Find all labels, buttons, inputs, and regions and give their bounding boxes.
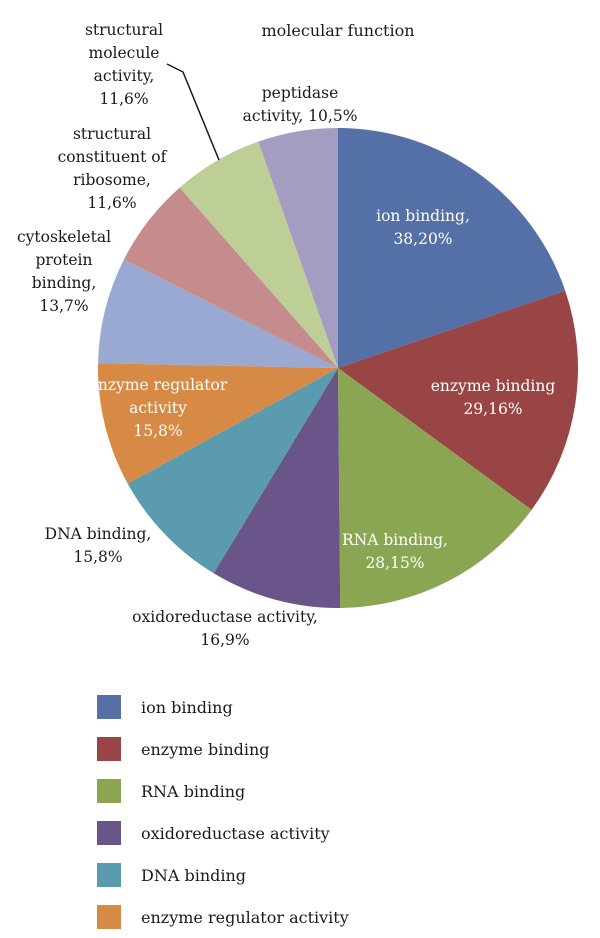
legend-item: enzyme binding (97, 728, 349, 770)
pie-slice (338, 368, 532, 608)
legend-item: ion binding (97, 686, 349, 728)
legend-item: oxidoreductase activity (97, 812, 349, 854)
legend-swatch (97, 779, 121, 803)
legend-item: enzyme regulator activity (97, 896, 349, 938)
slice-label: DNA binding,15,8% (45, 525, 152, 566)
pie-slice (338, 290, 578, 510)
pie-slice (123, 187, 338, 368)
pie-slice (338, 128, 566, 368)
pie-slice (258, 128, 338, 368)
label-leader-line (166, 63, 220, 161)
pie-slice (179, 141, 338, 368)
pie-slice (127, 368, 338, 574)
legend-item: RNA binding (97, 770, 349, 812)
pie-slice (98, 259, 338, 368)
legend-label: enzyme binding (141, 739, 270, 759)
legend-label: enzyme regulator activity (141, 907, 349, 927)
legend-label: RNA binding (141, 781, 246, 801)
legend-item: DNA binding (97, 854, 349, 896)
legend-label: oxidoreductase activity (141, 823, 330, 843)
chart-title: molecular function (261, 21, 414, 40)
legend-swatch (97, 737, 121, 761)
legend-swatch (97, 821, 121, 845)
pie-slice (98, 363, 338, 484)
legend-label: ion binding (141, 697, 233, 717)
slice-label: RNA binding,28,15% (342, 531, 448, 572)
legend-label: DNA binding (141, 865, 247, 885)
pie-slice (213, 368, 341, 608)
legend-swatch (97, 863, 121, 887)
slice-label: oxidoreductase activity,16,9% (132, 608, 318, 649)
legend-swatch (97, 905, 121, 929)
legend-swatch (97, 695, 121, 719)
slice-label: ion binding,38,20% (376, 207, 470, 248)
pie-chart: molecular function ion binding,38,20% enz… (17, 21, 578, 649)
